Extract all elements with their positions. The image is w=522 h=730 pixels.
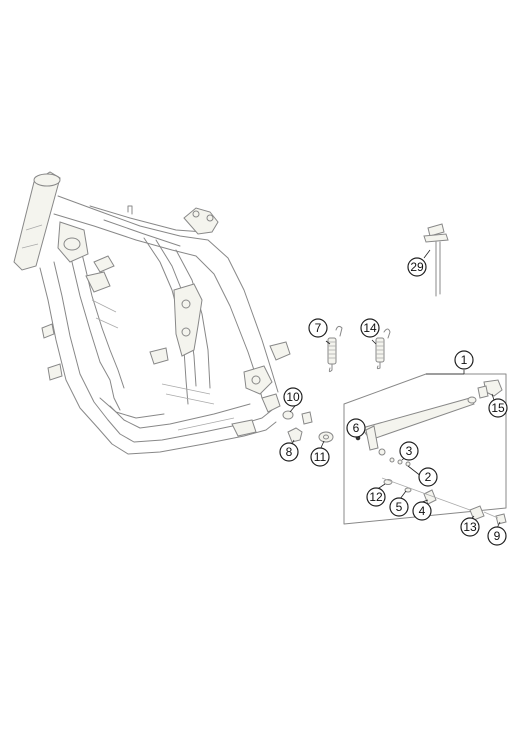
callout-29: 29	[407, 257, 427, 277]
callout-2: 2	[418, 467, 438, 487]
callout-label-7: 7	[315, 321, 322, 335]
callout-9: 9	[487, 526, 507, 546]
callout-label-29: 29	[410, 260, 424, 274]
callout-label-5: 5	[396, 500, 403, 514]
callout-label-14: 14	[363, 321, 377, 335]
callout-3: 3	[399, 441, 419, 461]
side-stand-assembly	[343, 373, 507, 525]
callout-1: 1	[454, 350, 474, 370]
callout-7: 7	[308, 318, 328, 338]
callout-15: 15	[488, 398, 508, 418]
callout-4: 4	[412, 501, 432, 521]
callout-label-11: 11	[314, 450, 327, 464]
frame-assembly	[13, 171, 291, 455]
callout-label-6: 6	[353, 421, 360, 435]
leader-lines	[289, 249, 501, 529]
callout-14: 14	[360, 318, 380, 338]
callout-label-4: 4	[419, 504, 426, 518]
callout-10: 10	[283, 387, 303, 407]
callout-6: 6	[346, 418, 366, 438]
callout-11: 11	[310, 447, 330, 467]
callout-12: 12	[366, 487, 386, 507]
callout-label-9: 9	[494, 529, 501, 543]
callout-8: 8	[279, 442, 299, 462]
callout-label-8: 8	[286, 445, 293, 459]
callout-label-15: 15	[491, 401, 505, 415]
callout-13: 13	[460, 517, 480, 537]
hardware-parts	[282, 223, 449, 443]
callout-label-13: 13	[463, 520, 477, 534]
callout-label-12: 12	[369, 490, 383, 504]
callout-label-10: 10	[286, 390, 300, 404]
callout-label-3: 3	[406, 444, 413, 458]
callout-label-2: 2	[425, 470, 432, 484]
callout-label-1: 1	[461, 353, 468, 367]
callout-5: 5	[389, 497, 409, 517]
